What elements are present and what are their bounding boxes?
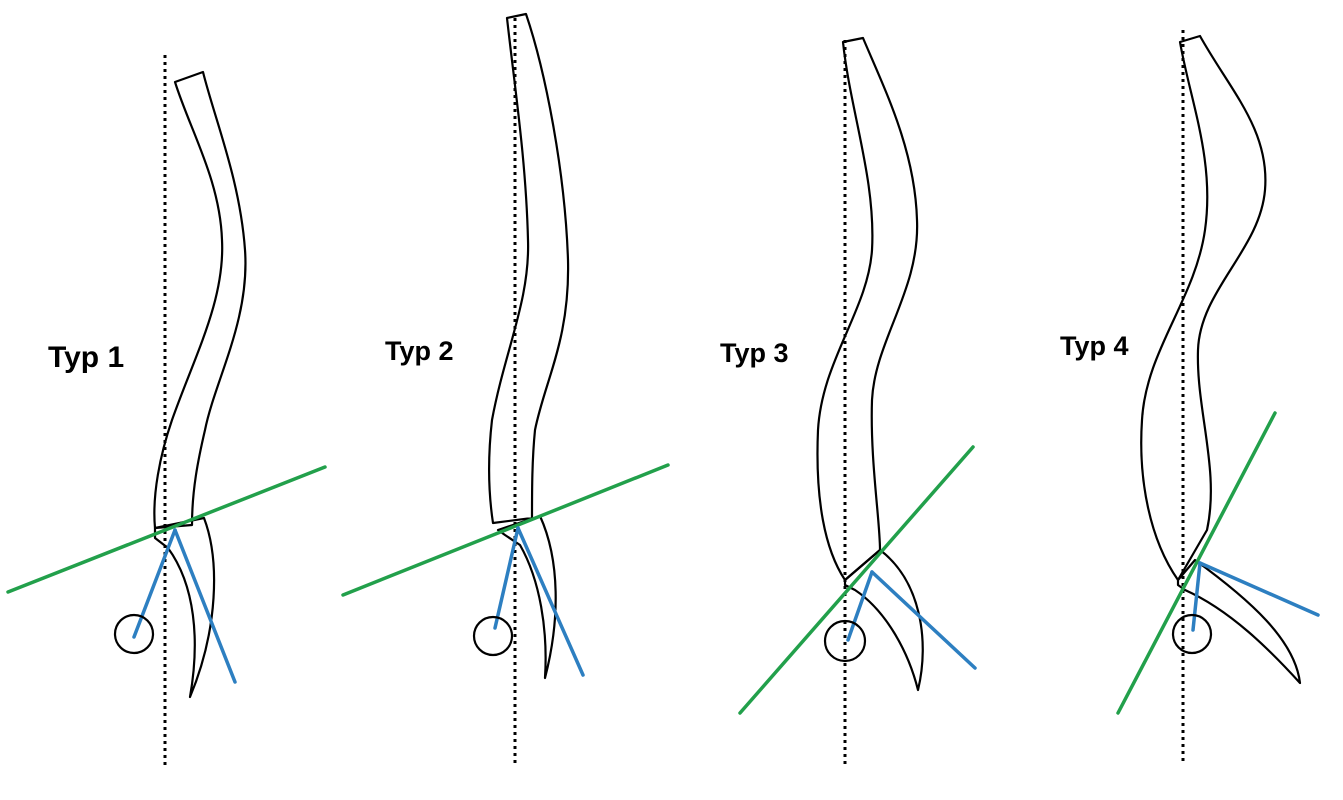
sacral-perpendicular-line	[1198, 561, 1320, 617]
panel-label: Typ 3	[720, 338, 789, 368]
pelvic-incidence-line	[846, 570, 874, 642]
femoral-head	[472, 615, 514, 657]
spine-outline	[153, 70, 247, 530]
spine-outline	[816, 36, 919, 582]
sacral-perpendicular-line	[516, 526, 585, 677]
sacrum-outline	[843, 548, 924, 692]
sacrum-outline	[496, 514, 557, 680]
sacral-endplate-line	[1116, 411, 1277, 715]
pelvic-incidence-line	[493, 526, 520, 630]
panel-typ-4: Typ 4	[1060, 30, 1320, 765]
femoral-head	[1171, 613, 1213, 655]
panel-label: Typ 4	[1060, 331, 1129, 361]
sacral-perpendicular-line	[870, 570, 977, 670]
femoral-head	[113, 613, 155, 655]
sacrum-outline	[153, 516, 216, 699]
sacral-endplate-line	[6, 465, 327, 594]
pelvic-incidence-line	[132, 528, 177, 639]
panel-label: Typ 1	[48, 341, 124, 374]
spine-outline	[488, 12, 570, 525]
sacral-endplate-line	[341, 463, 670, 597]
sacrum-outline	[1176, 558, 1302, 685]
panel-label: Typ 2	[385, 336, 454, 366]
panel-typ-3: Typ 3	[720, 36, 977, 765]
sacral-endplate-line	[738, 445, 975, 715]
pelvic-incidence-line	[1191, 561, 1202, 632]
femoral-head	[823, 619, 867, 663]
sacral-perpendicular-line	[173, 528, 237, 684]
spine-outline	[1140, 34, 1267, 582]
panel-typ-2: Typ 2	[341, 12, 670, 765]
panel-typ-1: Typ 1	[6, 55, 327, 765]
